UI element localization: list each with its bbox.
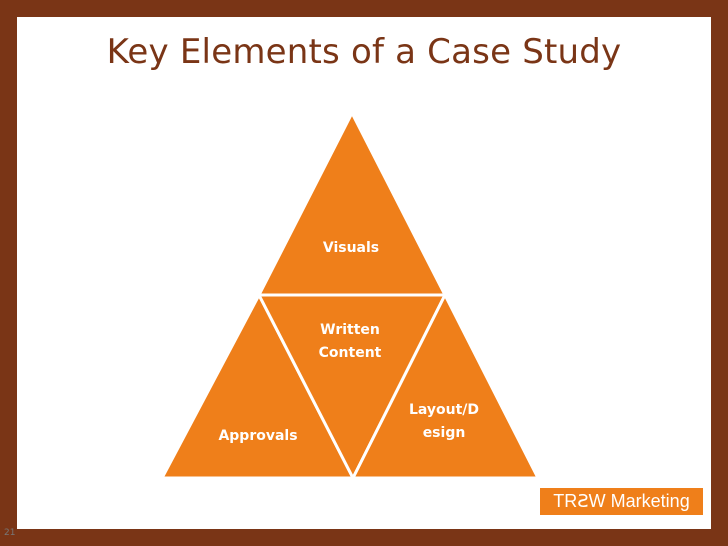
label-approvals: Approvals <box>218 428 297 444</box>
label-layout-design-2: esign <box>423 425 466 441</box>
page-number: 21 <box>4 528 16 538</box>
triangle-visuals <box>256 109 448 297</box>
label-content: Content <box>319 345 382 361</box>
label-visuals: Visuals <box>323 240 379 256</box>
triangle-layout-design <box>350 291 541 480</box>
label-layout-design-1: Layout/D <box>409 402 479 418</box>
slide-title: Key Elements of a Case Study <box>106 32 622 72</box>
trew-marketing-logo: TRꙄW Marketing <box>540 488 703 515</box>
label-written: Written <box>320 322 380 338</box>
